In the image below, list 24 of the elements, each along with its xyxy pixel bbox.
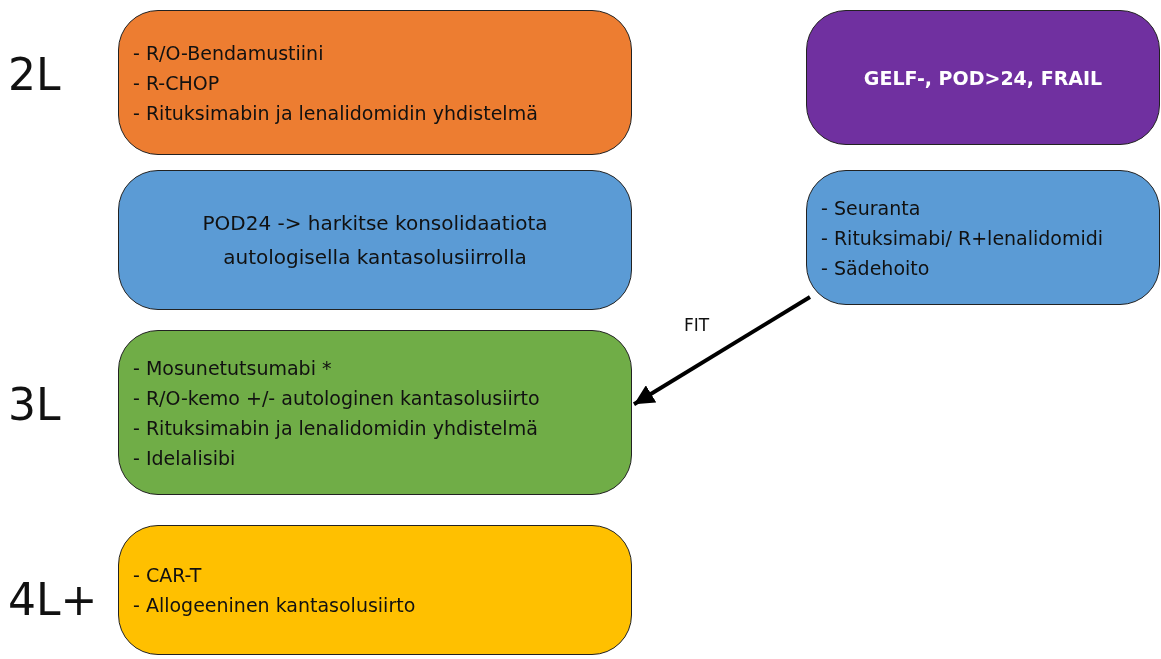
line-of-therapy-label: 3L: [8, 380, 61, 430]
treatment-box: [118, 525, 632, 655]
list-item: - CAR-T: [133, 563, 202, 588]
list-item: - R-CHOP: [133, 70, 220, 96]
note-box: [118, 170, 632, 310]
treatment-box: [806, 170, 1160, 305]
list-item: - Allogeeninen kantasolusiirto: [133, 593, 416, 618]
treatment-box: [118, 10, 632, 155]
line-of-therapy-label: 4L+: [8, 575, 98, 625]
list-item: - Seuranta: [821, 195, 921, 221]
list-item: - Mosunetutsumabi *: [133, 355, 332, 381]
box-text: POD24 -> harkitse konsolidaatiota autologisella kantasolusiirrolla: [201, 210, 549, 271]
list-item: - Rituksimabi/ R+lenalidomidi: [821, 225, 1104, 251]
list-item: - Rituksimabin ja lenalidomidin yhdistelmä: [133, 100, 538, 126]
criteria-box: [806, 10, 1160, 145]
treatment-box: [118, 330, 632, 495]
line-of-therapy-label: 2L: [8, 50, 61, 100]
arrow: [632, 295, 812, 406]
list-item: - Idelalisibi: [133, 445, 236, 471]
list-item: - R/O-Bendamustiini: [133, 40, 324, 66]
list-item: - Rituksimabin ja lenalidomidin yhdistelmä: [133, 415, 538, 441]
list-item: - Sädehoito: [821, 255, 930, 281]
list-item: - R/O-kemo +/- autologinen kantasolusiirto: [133, 385, 540, 411]
box-text: GELF-, POD>24, FRAIL: [863, 65, 1103, 91]
